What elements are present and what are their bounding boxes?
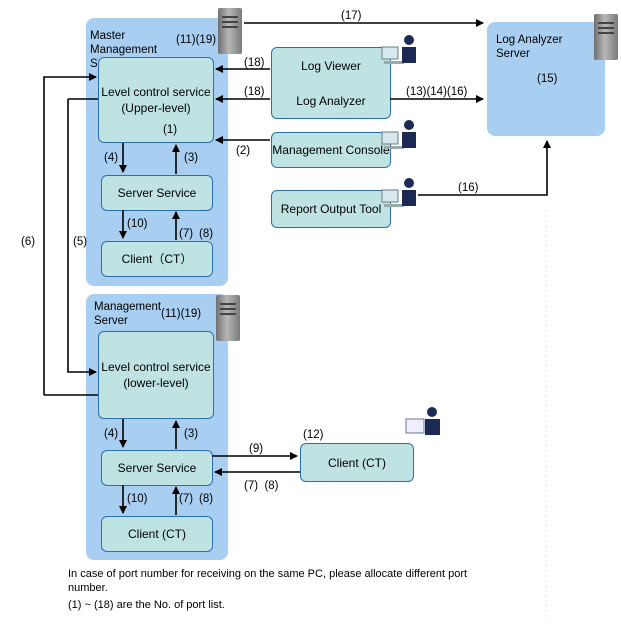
arrow-label-3-top: (3): [184, 152, 199, 164]
arrow-label-4-top: (4): [104, 152, 119, 164]
master-client-box: Client（CT）: [101, 241, 213, 277]
arrow-label-17: (17): [341, 10, 362, 22]
arrow-label-18-top: (18): [244, 57, 265, 69]
arrow-label-10-bot: (10): [127, 493, 148, 505]
management-server-service-label: Server Service: [117, 461, 197, 475]
external-client-label: Client (CT): [327, 455, 386, 470]
management-level-control-label: Level control service (lower-level): [101, 360, 211, 390]
log-analyzer-server-icon: [594, 14, 618, 60]
log-analyzer-label: Log Analyzer: [296, 93, 366, 108]
master-server-icon: [218, 8, 242, 54]
arrow-label-6: (6): [21, 236, 36, 248]
management-level-control-box: Level control service (lower-level): [98, 331, 214, 419]
arrow-label-7-top: (7): [179, 228, 194, 240]
arrow-label-3-bot: (3): [184, 428, 199, 440]
log-analyzer-port-label: (15): [537, 73, 558, 85]
arrow-label-9: (9): [249, 443, 264, 455]
user-at-computer-icon: [381, 35, 416, 64]
report-output-tool-label: Report Output Tool: [280, 202, 382, 216]
arrow-label-2: (2): [236, 145, 251, 157]
master-level-control-label: Level control service (Upper-level): [101, 85, 211, 115]
master-ports-label: (11)(19): [176, 34, 217, 46]
report-output-tool-box: Report Output Tool: [271, 190, 391, 228]
arrow-label-13-14-16: (13)(14)(16): [406, 86, 468, 98]
log-analyzer-server-panel: [487, 22, 605, 136]
master-server-service-box: Server Service: [101, 175, 213, 211]
log-analyzer-server-title: Log Analyzer Server: [496, 34, 563, 60]
log-viewer-label: Log Viewer: [301, 58, 361, 73]
arrow-label-7-bot: (7): [179, 493, 194, 505]
management-console-label: Management Console: [272, 143, 390, 157]
arrow-label-8-bot: (8): [199, 493, 214, 505]
master-client-label: Client（CT）: [121, 252, 193, 266]
management-server-title: Management Server: [94, 301, 162, 327]
management-server-service-box: Server Service: [101, 450, 213, 486]
external-client-port-label: (12): [303, 429, 324, 441]
management-ports-label: (11)(19): [161, 308, 202, 320]
arrow-label-8-top: (8): [199, 228, 214, 240]
arrow-label-7-8-ext: (7) (8): [244, 480, 279, 492]
user-at-computer-icon: [405, 407, 440, 435]
user-at-computer-icon: [381, 178, 416, 207]
note-port-list: (1) ~ (18) are the No. of port list.: [68, 599, 225, 611]
management-client-box: Client (CT): [101, 516, 213, 552]
arrow-label-18-mid: (18): [244, 86, 265, 98]
master-level-control-box: Level control service (Upper-level): [98, 57, 214, 143]
log-viewer-analyzer-box: Log Viewer Log Analyzer: [271, 47, 391, 119]
master-server-service-label: Server Service: [117, 186, 197, 200]
arrow-label-5: (5): [73, 236, 88, 248]
arrow-label-10-top: (10): [127, 218, 148, 230]
management-server-icon: [216, 295, 240, 341]
arrow-label-16: (16): [458, 182, 479, 194]
external-client-box: Client (CT): [300, 443, 414, 482]
user-at-computer-icon: [381, 120, 416, 149]
management-client-label: Client (CT): [127, 527, 186, 541]
note-port-allocation: In case of port number for receiving on …: [68, 568, 468, 594]
management-console-box: Management Console: [271, 132, 391, 168]
master-level-port-label: (1): [163, 124, 178, 136]
arrow-label-4-bot: (4): [104, 428, 119, 440]
